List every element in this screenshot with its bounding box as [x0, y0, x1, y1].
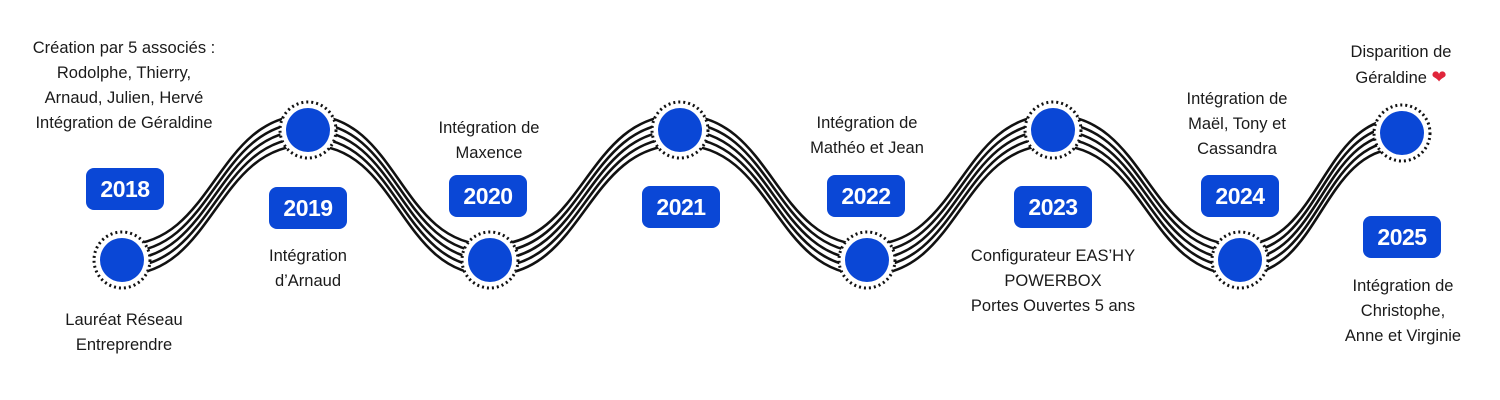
wave-line [307, 121, 491, 254]
milestone-2019-text: Intégration d’Arnaud [269, 244, 347, 294]
text-line: Portes Ouvertes 5 ans [970, 297, 1136, 315]
wave-line [679, 113, 868, 247]
text-line: Intégration de [816, 114, 918, 132]
year-badge-2021: 2021 [642, 186, 720, 228]
text-line: Christophe, [1360, 302, 1446, 320]
wave-line [866, 128, 1054, 262]
node-2019 [286, 108, 330, 152]
wave-line [1052, 128, 1241, 262]
wave-line [866, 113, 1054, 247]
year-badge-2023: 2023 [1014, 186, 1092, 228]
text-line-name: Géraldine [1355, 69, 1427, 87]
wave-line [866, 121, 1054, 254]
text-line: Arnaud, Julien, Hervé [44, 89, 204, 107]
milestone-2025-top-text: Disparition de Géraldine ❤ [1351, 40, 1452, 90]
wave-line [121, 136, 309, 269]
text-line: Lauréat Réseau [65, 311, 183, 329]
wave-line [307, 128, 491, 262]
node-2018 [100, 238, 144, 282]
wave-line [866, 143, 1054, 277]
node-2022 [845, 238, 889, 282]
wave-line [307, 143, 491, 277]
wave-line [679, 128, 868, 262]
wave-line [1052, 113, 1241, 247]
wave-line [489, 136, 681, 269]
node-2021 [658, 108, 702, 152]
milestone-2018-top-text: Création par 5 associés : Rodolphe, Thie… [33, 36, 216, 136]
text-line: d’Arnaud [274, 272, 342, 290]
node-2023 [1031, 108, 1075, 152]
node-2024 [1218, 238, 1262, 282]
year-badge-2025: 2025 [1363, 216, 1441, 258]
wave-line [489, 143, 681, 277]
text-line: Intégration de [1186, 90, 1288, 108]
text-line: Entreprendre [75, 336, 173, 354]
text-line: Création par 5 associés : [32, 39, 216, 57]
text-line: Intégration de [438, 119, 540, 137]
text-line: POWERBOX [1004, 272, 1102, 290]
milestone-2023-text: Configurateur EAS’HY POWERBOX Portes Ouv… [971, 244, 1135, 319]
year-badge-2018: 2018 [86, 168, 164, 210]
wave-line [489, 113, 681, 247]
wave-line [121, 121, 309, 254]
year-badge-2022: 2022 [827, 175, 905, 217]
text-line: Intégration [269, 247, 347, 265]
milestone-2018-bottom-text: Lauréat Réseau Entreprendre [65, 308, 182, 358]
node-2025 [1380, 111, 1424, 155]
wave-line [1052, 143, 1241, 277]
text-line: Intégration de [1352, 277, 1454, 295]
node-2020 [468, 238, 512, 282]
wave-line [489, 128, 681, 262]
text-line: Mathéo et Jean [810, 139, 924, 157]
wave-line [121, 128, 309, 262]
milestone-2025-bottom-text: Intégration de Christophe, Anne et Virgi… [1345, 274, 1461, 349]
milestone-2024-text: Intégration de Maël, Tony et Cassandra [1187, 87, 1288, 162]
wave-line [679, 143, 868, 277]
milestone-2020-text: Intégration de Maxence [439, 116, 540, 166]
wave-line [1239, 146, 1403, 277]
year-badge-2019: 2019 [269, 187, 347, 229]
milestone-2022-text: Intégration de Mathéo et Jean [810, 111, 924, 161]
text-line: Disparition de [1350, 43, 1452, 61]
wave-line [121, 113, 309, 247]
text-line: Intégration de Géraldine [35, 114, 213, 132]
text-line: Géraldine ❤ [1351, 65, 1452, 90]
wave-line [489, 121, 681, 254]
wave-line [121, 143, 309, 277]
year-badge-2020: 2020 [449, 175, 527, 217]
wave-line [307, 136, 491, 269]
year-badge-2024: 2024 [1201, 175, 1279, 217]
wave-line [679, 136, 868, 269]
wave-line [866, 136, 1054, 269]
text-line: Maxence [455, 144, 523, 162]
text-line: Anne et Virginie [1344, 327, 1462, 345]
text-line: Configurateur EAS’HY [970, 247, 1136, 265]
wave-line [307, 113, 491, 247]
wave-line [1052, 121, 1241, 254]
text-line: Cassandra [1197, 140, 1277, 158]
wave-line [1052, 136, 1241, 269]
text-line: Maël, Tony et [1188, 115, 1286, 133]
text-line: Rodolphe, Thierry, [56, 64, 192, 82]
heart-icon: ❤ [1431, 67, 1447, 87]
wave-line [679, 121, 868, 254]
